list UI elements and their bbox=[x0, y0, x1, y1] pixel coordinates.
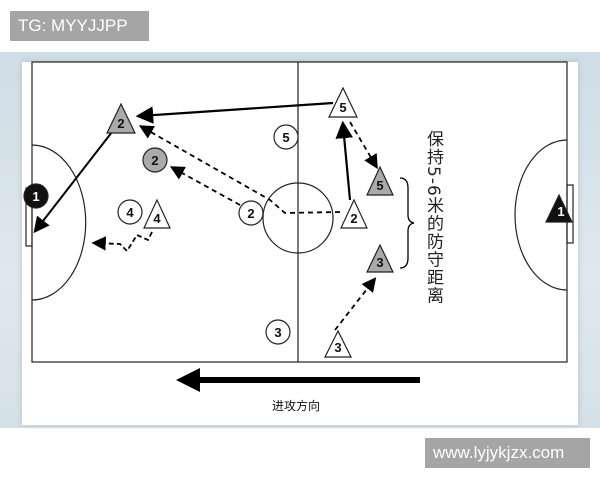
attack-direction-label: 进攻方向 bbox=[272, 398, 320, 413]
player-triangle-2 bbox=[340, 198, 368, 229]
player-triangle-5 bbox=[328, 86, 358, 118]
watermark-bottom: www.lyjykjzx.com bbox=[425, 438, 590, 468]
label: 3 bbox=[334, 340, 341, 355]
player-circle-2-gray bbox=[142, 147, 168, 173]
player-triangle-2-gray bbox=[106, 102, 136, 134]
brace bbox=[399, 177, 415, 269]
label: 4 bbox=[153, 211, 161, 226]
label: 5 bbox=[376, 178, 383, 193]
label: 3 bbox=[274, 325, 281, 340]
label: 1 bbox=[32, 189, 39, 204]
player-circle-3 bbox=[265, 319, 291, 345]
player-triangle-3 bbox=[324, 329, 352, 358]
label: 5 bbox=[339, 100, 346, 115]
right-penalty-arc bbox=[514, 139, 568, 291]
dashed-run-to-gray-2 bbox=[169, 166, 241, 206]
pass-arrow-5-to-2 bbox=[135, 101, 334, 124]
dashed-zigzag-4 bbox=[91, 231, 153, 253]
run-arrow-2-to-goal bbox=[33, 131, 113, 234]
label: 1 bbox=[557, 204, 564, 219]
label: 3 bbox=[376, 255, 383, 270]
player-triangle-5-gray bbox=[366, 165, 394, 196]
player-circle-4 bbox=[117, 199, 143, 225]
label: 4 bbox=[126, 205, 134, 220]
center-circle bbox=[262, 182, 334, 254]
player-triangle-3-gray bbox=[366, 243, 394, 273]
player-circle-2 bbox=[238, 200, 264, 226]
dashed-run-5 bbox=[349, 121, 378, 170]
player-circle-5 bbox=[273, 124, 299, 150]
player-triangle-4 bbox=[143, 198, 171, 229]
defense-distance-annotation: 保持5-6米的防守距离 bbox=[423, 130, 444, 305]
label: 2 bbox=[151, 153, 158, 168]
label: 2 bbox=[247, 206, 254, 221]
left-penalty-arc bbox=[31, 144, 87, 301]
label: 2 bbox=[117, 116, 124, 131]
label: 5 bbox=[282, 130, 289, 145]
goalkeeper-triangle-1 bbox=[545, 193, 573, 223]
goalkeeper-circle-1 bbox=[23, 183, 49, 209]
run-arrow-2-up bbox=[335, 120, 353, 201]
dashed-run-2 bbox=[138, 125, 341, 214]
dashed-run-3 bbox=[334, 277, 377, 331]
label: 2 bbox=[350, 211, 357, 226]
watermark-top: TG: MYYJJPP bbox=[10, 11, 149, 41]
